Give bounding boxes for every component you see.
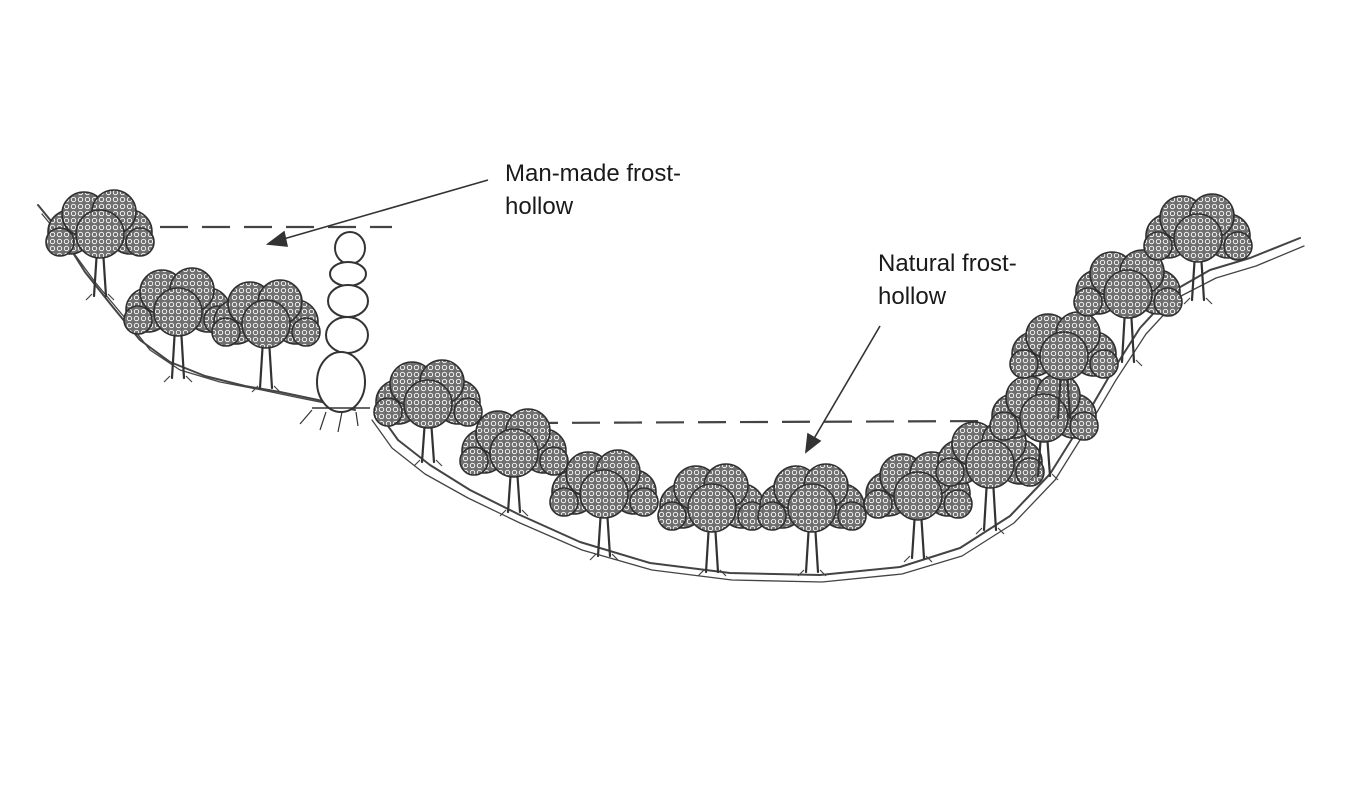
man-made-label-line1: Man-made frost- xyxy=(505,157,681,190)
man-made-frost-hollow-label: Man-made frost- hollow xyxy=(505,157,681,223)
natural-frost-hollow-label: Natural frost- hollow xyxy=(878,247,1017,313)
arrow-icon xyxy=(806,326,880,452)
natural-label-line2: hollow xyxy=(878,280,1017,313)
tree-icon xyxy=(658,464,766,576)
tree-icon xyxy=(46,190,154,300)
man-made-label-line2: hollow xyxy=(505,190,681,223)
natural-label-line1: Natural frost- xyxy=(878,247,1017,280)
natural-frost-level xyxy=(530,421,990,423)
tree-icon xyxy=(758,464,866,576)
tree-icon xyxy=(212,280,320,392)
arrow-icon xyxy=(268,180,488,246)
